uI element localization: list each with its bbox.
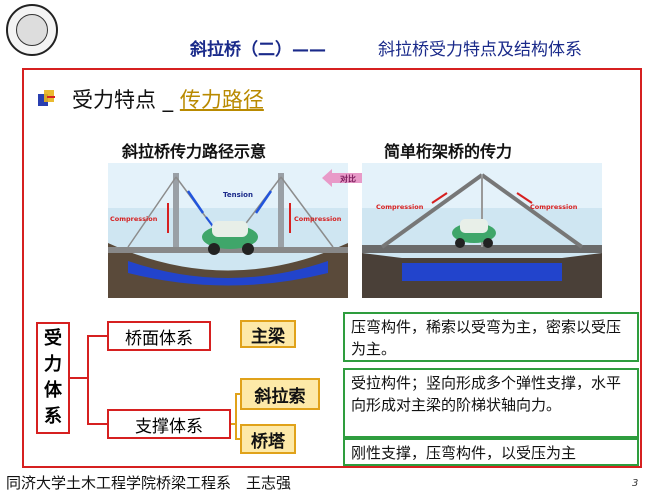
compare-arrow: 对比	[322, 169, 374, 187]
square-bullet-icon	[38, 90, 55, 106]
support-system-box: 支撑体系	[107, 409, 231, 439]
deck-system-box: 桥面体系	[107, 321, 211, 351]
truss-bridge-load-diagram: Compression Compression	[362, 163, 602, 298]
tension-label: Tension	[223, 191, 253, 199]
university-seal-icon	[6, 4, 58, 56]
compression-label-left: Compression	[110, 215, 158, 223]
page-number: 3	[632, 478, 639, 489]
truss-compression-label-left: Compression	[376, 203, 424, 211]
section-heading: 受力特点 _ 传力路径	[72, 88, 264, 112]
slide-title-main: 斜拉桥（二）——	[190, 40, 326, 60]
heading-link[interactable]: 传力路径	[179, 88, 264, 112]
girder-description: 压弯构件，稀索以受弯为主，密索以受压为主。	[343, 312, 639, 362]
cable-stayed-load-path-diagram: Tension Compression Compression	[108, 163, 348, 298]
main-girder-box: 主梁	[240, 320, 296, 348]
compression-label-right: Compression	[294, 215, 342, 223]
truss-compression-label-right: Compression	[530, 203, 578, 211]
content-frame	[22, 68, 642, 468]
slide-title-sub: 斜拉桥受力特点及结构体系	[378, 40, 582, 60]
caption-cable-stayed: 斜拉桥传力路径示意	[122, 142, 267, 161]
pylon-box: 桥塔	[240, 424, 296, 454]
compare-label: 对比	[340, 174, 356, 184]
stay-cable-box: 斜拉索	[240, 378, 320, 410]
force-system-title: 受 力 体 系	[36, 322, 70, 434]
caption-truss: 简单桁架桥的传力	[384, 142, 513, 161]
footer-affiliation: 同济大学土木工程学院桥梁工程系 王志强	[6, 474, 292, 492]
pylon-description: 刚性支撑，压弯构件，以受压为主	[343, 438, 639, 466]
cable-description: 受拉构件；竖向形成多个弹性支撑，水平向形成对主梁的阶梯状轴向力。	[343, 368, 639, 438]
